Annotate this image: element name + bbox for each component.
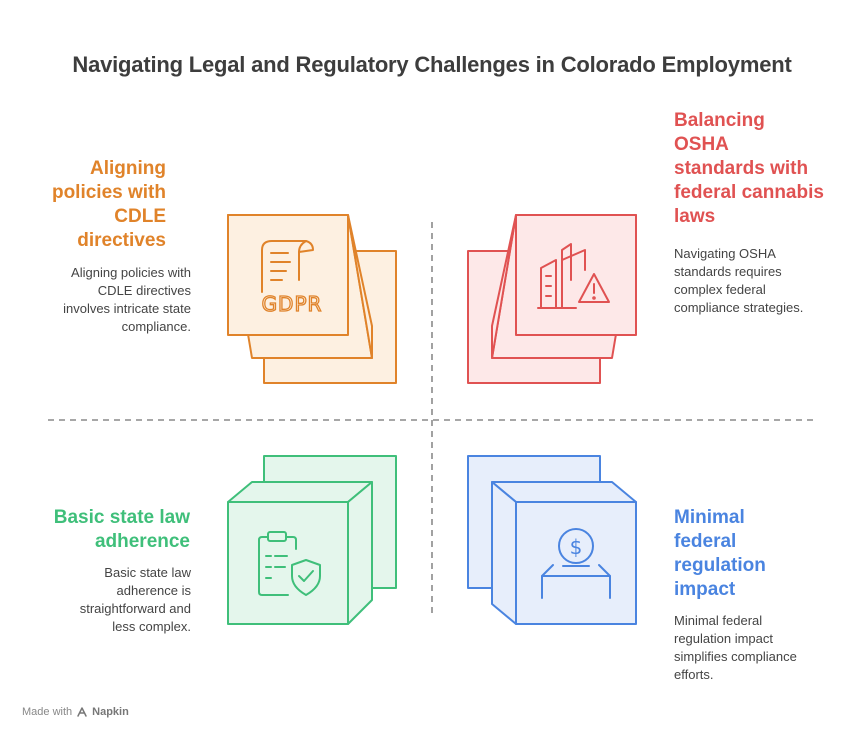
buildings-warning-icon xyxy=(537,243,610,309)
gdpr-text: GDPR xyxy=(262,292,323,316)
napkin-logo-icon xyxy=(77,707,87,717)
description-bottom-left: Basic state law adherence is straightfor… xyxy=(79,565,191,634)
quadrant-bottom-left-box xyxy=(227,455,397,625)
footer-made-with: Made with xyxy=(22,706,73,718)
heading-bottom-left: Basic state law adherence xyxy=(53,507,190,552)
footer-brand: Napkin xyxy=(92,706,129,718)
heading-bottom-right: Minimal federal regulation impact xyxy=(674,507,766,600)
gdpr-document-icon xyxy=(261,240,314,293)
page-title: Navigating Legal and Regulatory Challeng… xyxy=(72,52,792,77)
dollar-coin-slot-icon xyxy=(541,528,611,599)
clipboard-shield-icon xyxy=(258,531,321,596)
description-bottom-right: Minimal federal regulation impact simpli… xyxy=(674,613,797,682)
heading-top-right: Balancing OSHA standards with federal ca… xyxy=(674,110,824,227)
description-top-left: Aligning policies with CDLE directives i… xyxy=(63,265,191,334)
quadrant-top-right-box xyxy=(467,214,637,384)
quadrant-top-left-box xyxy=(227,214,397,384)
quadrant-bottom-right-box xyxy=(467,455,637,625)
description-top-right: Navigating OSHA standards requires compl… xyxy=(674,246,804,315)
dollar-sign: $ xyxy=(570,535,583,559)
footer: Made with Napkin xyxy=(22,706,129,718)
heading-top-left: Aligning policies with CDLE directives xyxy=(51,158,166,251)
